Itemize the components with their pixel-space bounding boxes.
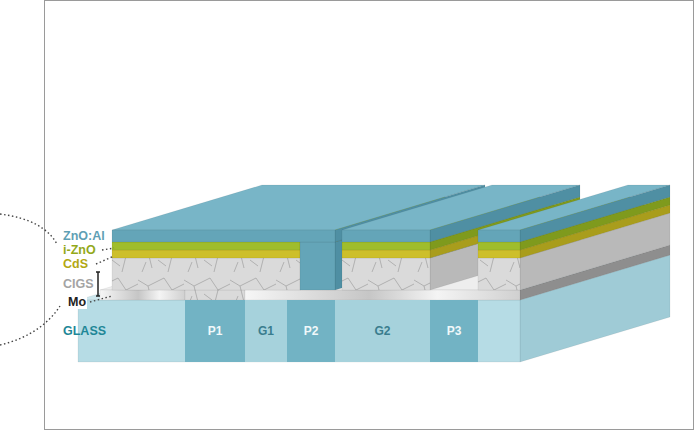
layer-face: [478, 258, 520, 290]
band-label: P1: [208, 324, 223, 338]
band-label: G1: [258, 324, 274, 338]
band-label: P3: [447, 324, 462, 338]
leader-line: [0, 306, 60, 345]
layer-face: [185, 290, 245, 300]
leader-line: [90, 296, 112, 302]
layer-face: [112, 258, 300, 290]
layer-label: CIGS: [62, 277, 95, 291]
band-label: P2: [304, 324, 319, 338]
layer-face: [245, 290, 520, 300]
layer-label: ZnO:Al: [62, 229, 106, 243]
scribe-band: P1: [185, 300, 245, 362]
layer-label: i-ZnO: [62, 243, 97, 257]
layer-face: [100, 290, 185, 300]
scribe-band: G1: [245, 300, 287, 362]
layer-label: GLASS: [62, 324, 107, 338]
layer-face: [112, 230, 335, 242]
layer-label: Mo: [67, 295, 87, 309]
scribe-band: P3: [430, 300, 478, 362]
leader-line: [0, 214, 57, 244]
band-label: G2: [374, 324, 390, 338]
leader-line: [102, 248, 114, 250]
layer-stack: [78, 185, 670, 362]
layer-face: [112, 242, 300, 250]
scribe-band: G2: [335, 300, 430, 362]
layer-face: [300, 242, 335, 290]
frame: [45, 1, 694, 430]
layer-face: [520, 185, 670, 242]
thickness-bracket: [96, 272, 100, 296]
layer-face: [112, 250, 300, 258]
scribe-band: P2: [287, 300, 335, 362]
layer-face: [342, 258, 430, 290]
layer-face: [342, 230, 430, 242]
layer-label: CdS: [62, 257, 89, 271]
layer-face: [478, 242, 520, 250]
layer-face: [342, 242, 430, 250]
leader-line: [96, 256, 114, 264]
layer-face: [78, 300, 520, 362]
layer-face: [342, 250, 430, 258]
layer-face: [478, 250, 520, 258]
layer-face: [478, 230, 520, 242]
